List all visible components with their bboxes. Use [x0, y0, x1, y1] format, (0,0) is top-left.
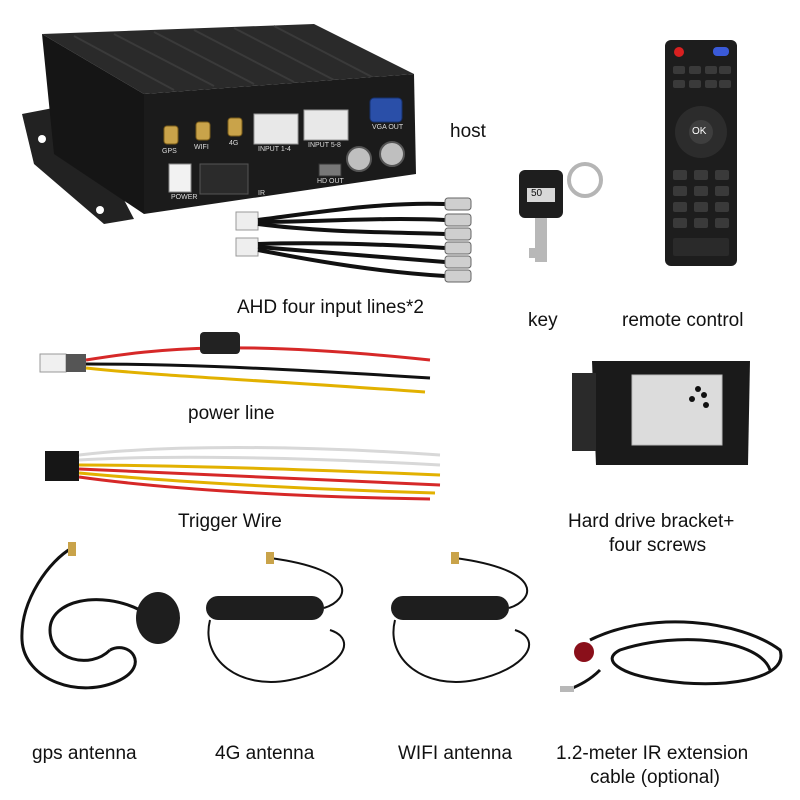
key-label: key — [528, 310, 558, 331]
antenna-4g-label: 4G antenna — [215, 743, 315, 764]
host-dvr-unit: GPS WIFI 4G INPUT 1-4 INPUT 5-8 VGA OUT … — [14, 14, 434, 224]
ir-cable-label-line2: cable (optional) — [590, 767, 720, 788]
host-label: host — [450, 121, 486, 142]
key-tag-text: 50 — [531, 188, 543, 199]
power-line-image — [39, 330, 440, 400]
port-label-input-5-8: INPUT 5-8 — [308, 142, 341, 149]
port-label-hd-out: HD OUT — [317, 178, 344, 185]
ir-cable-label-line1: 1.2-meter IR extension — [556, 743, 749, 764]
trigger-wire-image — [45, 435, 445, 505]
ahd-input-lines-image — [230, 192, 500, 283]
power-line-label: power line — [188, 403, 275, 424]
ahd-input-lines-label: AHD four input lines*2 — [237, 297, 424, 318]
port-label-gps: GPS — [162, 148, 177, 155]
port-label-ir: IR — [258, 190, 265, 197]
port-label-wifi: WIFI — [194, 144, 209, 151]
antenna-4g-image — [200, 550, 370, 700]
bracket-label-line2: four screws — [609, 535, 707, 556]
port-label-4g: 4G — [229, 140, 239, 147]
port-label-input-1-4: INPUT 1-4 — [258, 146, 291, 153]
remote-control-label: remote control — [622, 310, 744, 331]
wifi-antenna-label: WIFI antenna — [398, 743, 513, 764]
remote-control-image: OK — [665, 40, 737, 266]
hard-drive-bracket-image — [572, 355, 752, 470]
key-image: 50 — [505, 150, 615, 270]
port-label-power: POWER — [171, 194, 198, 201]
gps-antenna-image — [10, 540, 185, 710]
gps-antenna-label: gps antenna — [32, 743, 137, 764]
trigger-wire-label: Trigger Wire — [178, 511, 282, 532]
port-label-vga-out: VGA OUT — [372, 124, 404, 131]
bracket-label-line1: Hard drive bracket+ — [568, 511, 735, 532]
wifi-antenna-image — [385, 550, 555, 700]
ir-extension-cable-image — [560, 610, 790, 710]
remote-ok-text: OK — [692, 126, 707, 137]
